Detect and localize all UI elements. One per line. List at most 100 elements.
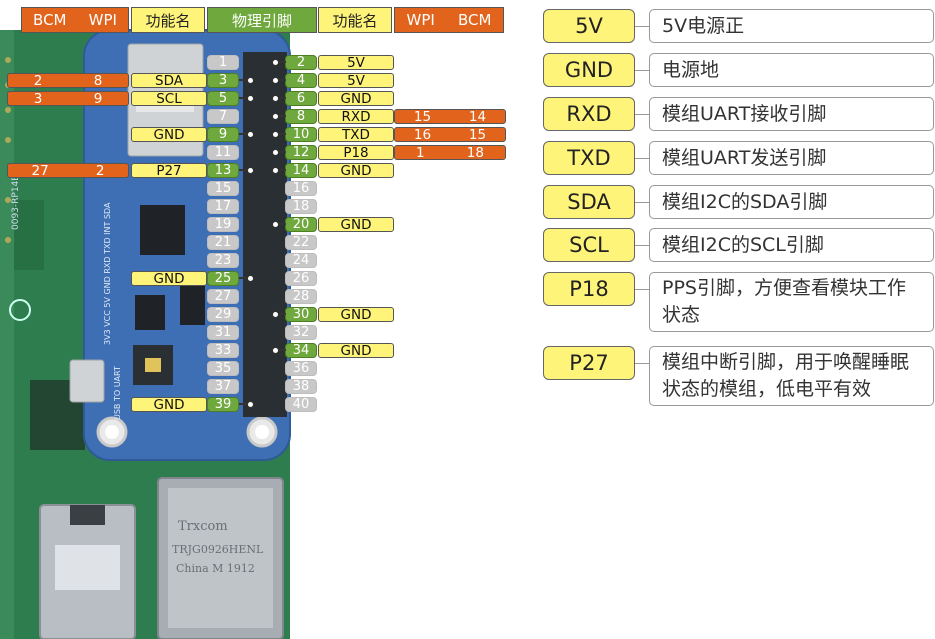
pin-34: 34 bbox=[285, 343, 317, 358]
connector-20 bbox=[276, 223, 286, 225]
wpi-8: 15 bbox=[413, 108, 432, 125]
pin-11: 11 bbox=[207, 145, 239, 160]
header-left-bcm-wpi: BCM WPI bbox=[21, 7, 129, 33]
bcm-12: 18 bbox=[466, 144, 484, 161]
pin-dot-12 bbox=[272, 149, 279, 156]
label-14: GND bbox=[318, 163, 394, 179]
connector-5 bbox=[239, 97, 249, 99]
pin-33: 33 bbox=[207, 343, 239, 358]
pin-36: 36 bbox=[285, 361, 317, 376]
pin-dot-4 bbox=[272, 77, 279, 84]
pin-21: 21 bbox=[207, 235, 239, 250]
pin-27: 27 bbox=[207, 289, 239, 304]
header-left-wpi: WPI bbox=[88, 11, 117, 29]
pin-30: 30 bbox=[285, 307, 317, 322]
connector-13 bbox=[239, 169, 249, 171]
legend-desc-rxd: 模组UART接收引脚 bbox=[649, 97, 934, 131]
pin-7: 7 bbox=[207, 109, 239, 124]
pin-dot-20 bbox=[272, 221, 279, 228]
legend-desc-5v: 5V电源正 bbox=[649, 9, 934, 43]
pin-dot-30 bbox=[272, 311, 279, 318]
label-34: GND bbox=[318, 343, 394, 359]
header-right-function: 功能名 bbox=[318, 7, 392, 33]
label-10: TXD bbox=[318, 127, 394, 143]
bcm-13: 27 bbox=[31, 162, 49, 179]
label-30: GND bbox=[318, 307, 394, 323]
wpi-10: 16 bbox=[413, 126, 432, 143]
bcm-10: 15 bbox=[468, 126, 487, 143]
connector-8 bbox=[276, 115, 286, 117]
header-right-wpi: WPI bbox=[406, 11, 435, 29]
legend-connector bbox=[635, 289, 649, 290]
legend-key-p27: P27 bbox=[543, 346, 635, 380]
pin-24: 24 bbox=[285, 253, 317, 268]
pin-2: 2 bbox=[285, 55, 317, 70]
header-left-bcm: BCM bbox=[33, 11, 67, 29]
connector-12 bbox=[276, 151, 286, 153]
bcm-3: 2 bbox=[33, 72, 43, 89]
pin-14: 14 bbox=[285, 163, 317, 178]
legend-connector bbox=[635, 158, 649, 159]
pin-6: 6 bbox=[285, 91, 317, 106]
ethernet-model-text: TRJG0926HENL bbox=[172, 543, 264, 556]
pin-23: 23 bbox=[207, 253, 239, 268]
svg-text:0093-RP14B: 0093-RP14B bbox=[11, 175, 21, 230]
legend-desc-gnd: 电源地 bbox=[649, 53, 934, 87]
legend-connector bbox=[635, 202, 649, 203]
pin-9: 9 bbox=[207, 127, 239, 142]
pin-header-silk: 3V3 VCC 5V GND RXD TXD INT SDA bbox=[103, 202, 112, 345]
connector-4 bbox=[276, 79, 286, 81]
wpi-5: 9 bbox=[93, 90, 103, 107]
pin-dot-3 bbox=[247, 77, 254, 84]
pin-25: 25 bbox=[207, 271, 239, 286]
pin-dot-8 bbox=[272, 113, 279, 120]
connector-2 bbox=[276, 61, 286, 63]
pin-40: 40 bbox=[285, 397, 317, 412]
legend-desc-p27: 模组中断引脚，用于唤醒睡眠状态的模组，低电平有效 bbox=[649, 346, 934, 406]
pin-31: 31 bbox=[207, 325, 239, 340]
legend-desc-txd: 模组UART发送引脚 bbox=[649, 141, 934, 175]
label-20: GND bbox=[318, 217, 394, 233]
pin-dot-6 bbox=[272, 95, 279, 102]
pin-37: 37 bbox=[207, 379, 239, 394]
pin-38: 38 bbox=[285, 379, 317, 394]
wpi-13: 2 bbox=[95, 162, 105, 179]
label-25: GND bbox=[131, 271, 207, 287]
label-8: RXD bbox=[318, 109, 394, 125]
header-right-wpi-bcm: WPI BCM bbox=[394, 7, 504, 33]
connector-10 bbox=[276, 133, 286, 135]
pin-dot-25 bbox=[247, 275, 254, 282]
pin-16: 16 bbox=[285, 181, 317, 196]
connector-39 bbox=[239, 403, 249, 405]
pin-4: 4 bbox=[285, 73, 317, 88]
pin-13: 13 bbox=[207, 163, 239, 178]
gpio-12: 1 18 bbox=[394, 144, 506, 161]
legend-key-rxd: RXD bbox=[543, 97, 635, 131]
pin-dot-2 bbox=[272, 59, 279, 66]
pin-19: 19 bbox=[207, 217, 239, 232]
pin-12: 12 bbox=[285, 145, 317, 160]
label-6: GND bbox=[318, 91, 394, 107]
pin-35: 35 bbox=[207, 361, 239, 376]
pin-10: 10 bbox=[285, 127, 317, 142]
legend-connector bbox=[635, 245, 649, 246]
pin-20: 20 bbox=[285, 217, 317, 232]
connector-3 bbox=[239, 79, 249, 81]
legend-connector bbox=[635, 26, 649, 27]
label-39: GND bbox=[131, 397, 207, 413]
legend-desc-scl: 模组I2C的SCL引脚 bbox=[649, 228, 934, 262]
pin-28: 28 bbox=[285, 289, 317, 304]
legend-key-sda: SDA bbox=[543, 185, 635, 219]
header-right-bcm: BCM bbox=[457, 11, 492, 29]
label-3: SDA bbox=[131, 73, 207, 89]
ethernet-origin-text: China M 1912 bbox=[176, 562, 255, 575]
wpi-12: 1 bbox=[416, 144, 425, 161]
connector-34 bbox=[276, 349, 286, 351]
pin-39: 39 bbox=[207, 397, 239, 412]
legend-key-gnd: GND bbox=[543, 53, 635, 87]
pin-5: 5 bbox=[207, 91, 239, 106]
usb-to-uart-silk: USB TO UART bbox=[113, 366, 122, 420]
